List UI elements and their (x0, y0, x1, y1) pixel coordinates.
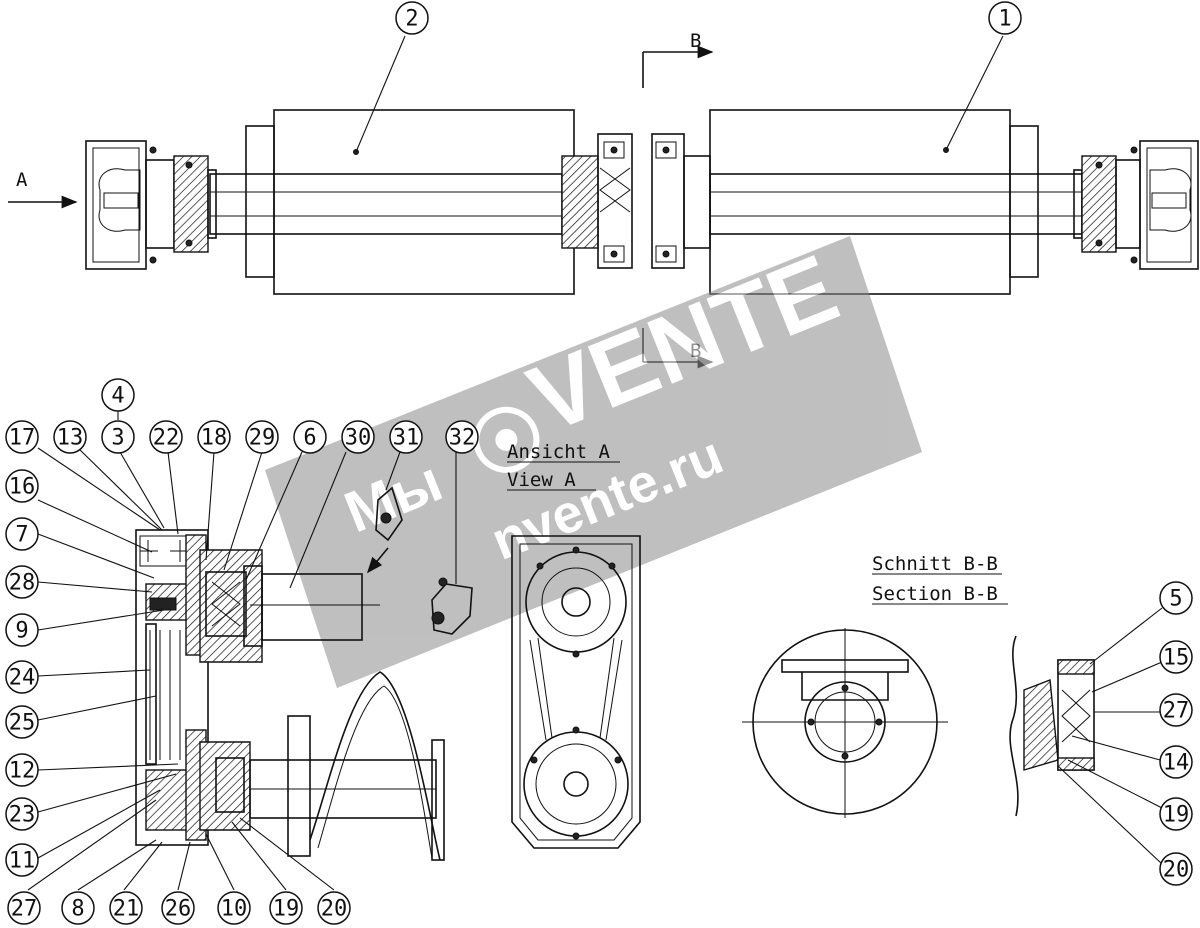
svg-text:19: 19 (273, 897, 300, 922)
right-leaders (1057, 607, 1163, 865)
callout-23: 23 (5, 797, 39, 831)
callout-14: 14 (1159, 745, 1193, 779)
svg-text:1: 1 (998, 7, 1011, 32)
svg-text:31: 31 (393, 426, 420, 451)
callout-27-bottom: 27 (7, 891, 41, 925)
svg-text:27: 27 (11, 897, 38, 922)
svg-text:17: 17 (9, 426, 36, 451)
svg-text:3: 3 (111, 426, 124, 451)
auger-drum-2 (245, 109, 575, 295)
callout-30: 30 (341, 420, 375, 454)
svg-text:11: 11 (9, 849, 36, 874)
callout-6: 6 (293, 420, 327, 454)
svg-text:32: 32 (449, 426, 476, 451)
svg-text:4: 4 (111, 384, 124, 409)
section-b-marker-top: B (642, 30, 714, 88)
svg-text:25: 25 (9, 711, 36, 736)
callout-7: 7 (5, 517, 39, 551)
callout-24: 24 (5, 660, 39, 694)
svg-text:16: 16 (9, 475, 36, 500)
svg-text:6: 6 (303, 426, 316, 451)
section-bb-title-de: Schnitt B-B (872, 553, 998, 575)
watermark-logo-icon (473, 406, 540, 473)
svg-text:2: 2 (405, 7, 418, 32)
callout-12: 12 (5, 753, 39, 787)
svg-text:20: 20 (1163, 858, 1190, 883)
gearbox-section (135, 486, 473, 861)
callout-2: 2 (395, 1, 429, 35)
svg-text:23: 23 (9, 803, 36, 828)
right-end-housing (1073, 140, 1199, 270)
svg-text:14: 14 (1163, 751, 1190, 776)
svg-text:10: 10 (221, 897, 248, 922)
svg-text:9: 9 (15, 619, 28, 644)
svg-text:12: 12 (9, 759, 36, 784)
callout-20-right: 20 (1159, 852, 1193, 886)
center-bearing (561, 133, 711, 269)
svg-text:26: 26 (165, 897, 192, 922)
svg-text:22: 22 (153, 426, 180, 451)
callout-9: 9 (5, 613, 39, 647)
callout-3: 3 (101, 420, 135, 454)
callout-8: 8 (61, 891, 95, 925)
callout-21: 21 (109, 891, 143, 925)
callout-22: 22 (149, 420, 183, 454)
callout-15: 15 (1159, 640, 1193, 674)
callout-10: 10 (217, 891, 251, 925)
callout-5: 5 (1159, 581, 1193, 615)
callout-31: 31 (389, 420, 423, 454)
callout-11: 11 (5, 843, 39, 877)
clamp-part-31-icon (366, 486, 403, 574)
callout-27-right: 27 (1159, 693, 1193, 727)
view-a-letter: A (16, 169, 28, 191)
svg-text:5: 5 (1169, 587, 1182, 612)
view-a-title-de: Ansicht A (507, 441, 611, 463)
callout-28: 28 (5, 565, 39, 599)
left-leaders (27, 447, 457, 891)
callout-1: 1 (988, 1, 1022, 35)
top-assembly: A B B 2 1 (8, 1, 1199, 369)
callout-16: 16 (5, 469, 39, 503)
callout-19-bottom: 19 (269, 891, 303, 925)
svg-text:18: 18 (201, 426, 228, 451)
callout-4: 4 (101, 378, 135, 412)
callout-26: 26 (161, 891, 195, 925)
left-end-housing (85, 140, 217, 270)
callout-25: 25 (5, 705, 39, 739)
callout-17: 17 (5, 420, 39, 454)
section-bb-drawing: Schnitt B-B Section B-B (742, 553, 1095, 818)
view-a-arrow: A (8, 169, 78, 209)
callout-32: 32 (445, 420, 479, 454)
callout-19-right: 19 (1159, 797, 1193, 831)
view-a-drawing: Ansicht A View A (507, 441, 641, 849)
svg-text:19: 19 (1163, 803, 1190, 828)
callout-29: 29 (245, 420, 279, 454)
svg-text:8: 8 (71, 897, 84, 922)
section-b-letter-top: B (690, 30, 701, 52)
view-a-title-en: View A (507, 469, 576, 491)
svg-text:13: 13 (57, 426, 84, 451)
left-shaft (209, 173, 563, 235)
svg-text:29: 29 (249, 426, 276, 451)
svg-text:27: 27 (1163, 699, 1190, 724)
section-bb-title-en: Section B-B (872, 583, 998, 605)
svg-text:30: 30 (345, 426, 372, 451)
svg-text:24: 24 (9, 666, 36, 691)
callout-20-bottom: 20 (317, 891, 351, 925)
svg-text:21: 21 (113, 897, 140, 922)
svg-text:28: 28 (9, 571, 36, 596)
valve-part-32-icon (431, 577, 473, 635)
svg-text:20: 20 (321, 897, 348, 922)
svg-text:7: 7 (15, 523, 28, 548)
callout-13: 13 (53, 420, 87, 454)
callout-18: 18 (197, 420, 231, 454)
right-shaft (709, 173, 1083, 235)
svg-text:15: 15 (1163, 646, 1190, 671)
